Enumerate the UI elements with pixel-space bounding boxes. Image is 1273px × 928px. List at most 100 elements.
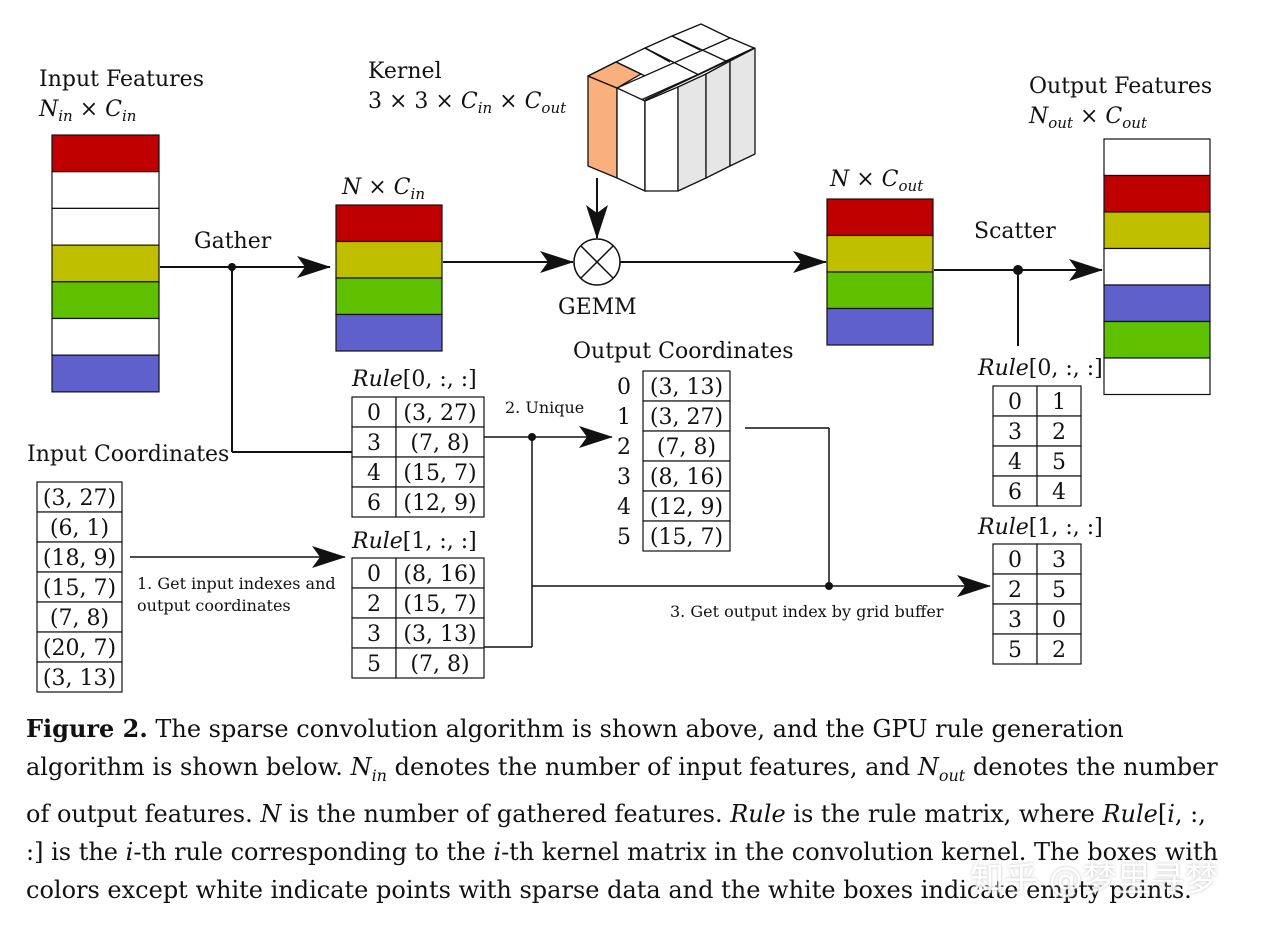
caption-label: Figure 2. xyxy=(26,714,148,743)
sparse-convolution-diagram: Input Features Nin × Cin Kernel 3 × 3 × … xyxy=(27,23,1212,693)
kernel-slice-1 xyxy=(616,87,646,192)
output-coord-text-5: (15, 7) xyxy=(650,525,723,550)
rule1-text-0-0: 0 xyxy=(367,562,381,587)
rule0-idx-text-3-0: 6 xyxy=(1008,480,1022,505)
rule1-cell-1-0 xyxy=(351,587,397,619)
gemm-output-cell-1 xyxy=(826,234,934,273)
rule1-table: 0(8, 16)2(15, 7)3(3, 13)5(7, 8) xyxy=(351,557,485,679)
rule0-text-2-1: (15, 7) xyxy=(403,461,476,486)
caption-rule-i: Rule[i, :, :] xyxy=(26,799,1206,866)
rule0-text-0-0: 0 xyxy=(367,401,381,426)
gemm-output-cell-0 xyxy=(826,198,934,237)
rule0-text-3-0: 6 xyxy=(367,491,381,516)
input-coord-cell-6-0 xyxy=(36,661,123,693)
rule0-text-1-1: (7, 8) xyxy=(410,431,469,456)
gathered-feature-cell-1 xyxy=(335,240,443,279)
rule0-text-2-0: 4 xyxy=(367,461,381,486)
output-coord-text-2: (7, 8) xyxy=(657,435,716,460)
caption-rule: Rule xyxy=(730,799,786,828)
step2-label: 2. Unique xyxy=(505,398,584,417)
kernel-title: Kernel xyxy=(368,59,442,84)
rule1-title: Rule[1, :, :] xyxy=(351,529,477,554)
rule1-idx-text-2-0: 3 xyxy=(1008,608,1022,633)
gemm-output-cell-3 xyxy=(826,307,934,346)
input-coord-cell-4-0 xyxy=(36,601,123,633)
input-coord-text-4-0: (7, 8) xyxy=(50,606,109,631)
rule0-idx-text-1-0: 3 xyxy=(1008,420,1022,445)
rule0-cell-3-1 xyxy=(395,486,485,518)
output-coord-index-4: 4 xyxy=(617,495,631,520)
caption-text-5: is the rule matrix, where xyxy=(785,799,1103,828)
rule1-idx-cell-2-1 xyxy=(1036,603,1082,635)
rule1-text-2-0: 3 xyxy=(367,622,381,647)
input-feature-cell-6 xyxy=(51,354,160,393)
rule0-text-3-1: (12, 9) xyxy=(403,491,476,516)
output-feature-cell-1 xyxy=(1103,174,1211,213)
caption-text-4: is the number of gathered features. xyxy=(281,799,731,828)
kernel-cube-side-1 xyxy=(677,73,707,192)
output-coord-text-4: (12, 9) xyxy=(650,495,723,520)
input-coord-text-5-0: (20, 7) xyxy=(43,636,116,661)
rule1-idx-text-0-1: 3 xyxy=(1052,548,1066,573)
rule1-text-3-0: 5 xyxy=(367,652,381,677)
rule1-idx-text-1-1: 5 xyxy=(1052,578,1066,603)
rule1-cell-3-1 xyxy=(395,647,485,679)
rule1-text-1-0: 2 xyxy=(367,592,381,617)
step1-label-line1: 1. Get input indexes and xyxy=(137,574,336,593)
output-coord-text-1: (3, 27) xyxy=(650,405,723,430)
output-coord-index-3: 3 xyxy=(617,465,631,490)
output-feature-cell-0 xyxy=(1103,138,1211,177)
caption-text-2: denotes the number of input features, an… xyxy=(386,753,918,781)
output-coord-index-5: 5 xyxy=(617,525,631,550)
gather-junction xyxy=(228,263,236,271)
gathered-features-dim: N × Cin xyxy=(341,175,425,203)
rule1-cell-3-0 xyxy=(351,647,397,679)
input-feature-cell-1 xyxy=(51,171,160,209)
input-coord-cell-2-0 xyxy=(36,541,123,573)
caption-n: N xyxy=(260,799,282,828)
output-coord-cell-5 xyxy=(642,520,731,552)
unique-junction xyxy=(528,433,536,441)
rule1-idx-cell-3-1 xyxy=(1036,633,1082,665)
input-features-stack xyxy=(51,134,160,393)
kernel-cube-side-3 xyxy=(729,47,756,167)
input-feature-cell-3 xyxy=(51,244,160,283)
gemm-output-stack xyxy=(826,198,934,346)
rule0-text-1-0: 3 xyxy=(367,431,381,456)
caption-text-6: is the xyxy=(43,837,126,866)
output-feature-cell-5 xyxy=(1103,320,1211,359)
gemm-output-dim: N × Cout xyxy=(829,167,924,195)
output-coord-cell-2 xyxy=(642,430,731,462)
rule-flow-arrows xyxy=(130,426,991,648)
gemm-operator xyxy=(573,238,621,286)
rule1-idx-text-0-0: 0 xyxy=(1008,548,1022,573)
input-coord-cell-3-0 xyxy=(36,571,123,603)
rule1-idx-text-2-1: 0 xyxy=(1052,608,1066,633)
gathered-feature-cell-3 xyxy=(335,313,443,352)
rule1-cell-0-0 xyxy=(351,557,397,589)
caption-i-1: i xyxy=(125,837,134,866)
output-coord-cell-1 xyxy=(642,400,731,432)
output-coord-text-0: (3, 13) xyxy=(650,375,723,400)
rule0-idx-cell-0-0 xyxy=(992,385,1038,417)
rule0-idx-text-2-0: 4 xyxy=(1008,450,1022,475)
caption-n-out: Nout xyxy=(917,753,966,785)
output-coord-cell-0 xyxy=(642,370,731,402)
input-coordinates-title: Input Coordinates xyxy=(27,442,229,467)
rule0-cell-1-1 xyxy=(395,426,485,458)
caption-i-2: i xyxy=(493,837,502,866)
rule0-idx-cell-0-1 xyxy=(1036,385,1082,417)
rule0-idx-text-3-1: 4 xyxy=(1052,480,1066,505)
input-feature-cell-4 xyxy=(51,281,160,320)
input-feature-cell-0 xyxy=(51,134,160,173)
scatter-junction xyxy=(1013,265,1023,275)
rule0-idx-text-2-1: 5 xyxy=(1052,450,1066,475)
output-coord-index-0: 0 xyxy=(617,375,631,400)
output-coord-index-2: 2 xyxy=(617,435,631,460)
rule1-idx-text-3-0: 5 xyxy=(1008,638,1022,663)
rule0-title: Rule[0, :, :] xyxy=(351,367,477,392)
input-coordinates-table: (3, 27)(6, 1)(18, 9)(15, 7)(7, 8)(20, 7)… xyxy=(36,481,123,693)
caption-text-8: -th kernel matrix in the convolution ker… xyxy=(26,837,1219,904)
output-features-dim: Nout × Cout xyxy=(1028,104,1148,132)
